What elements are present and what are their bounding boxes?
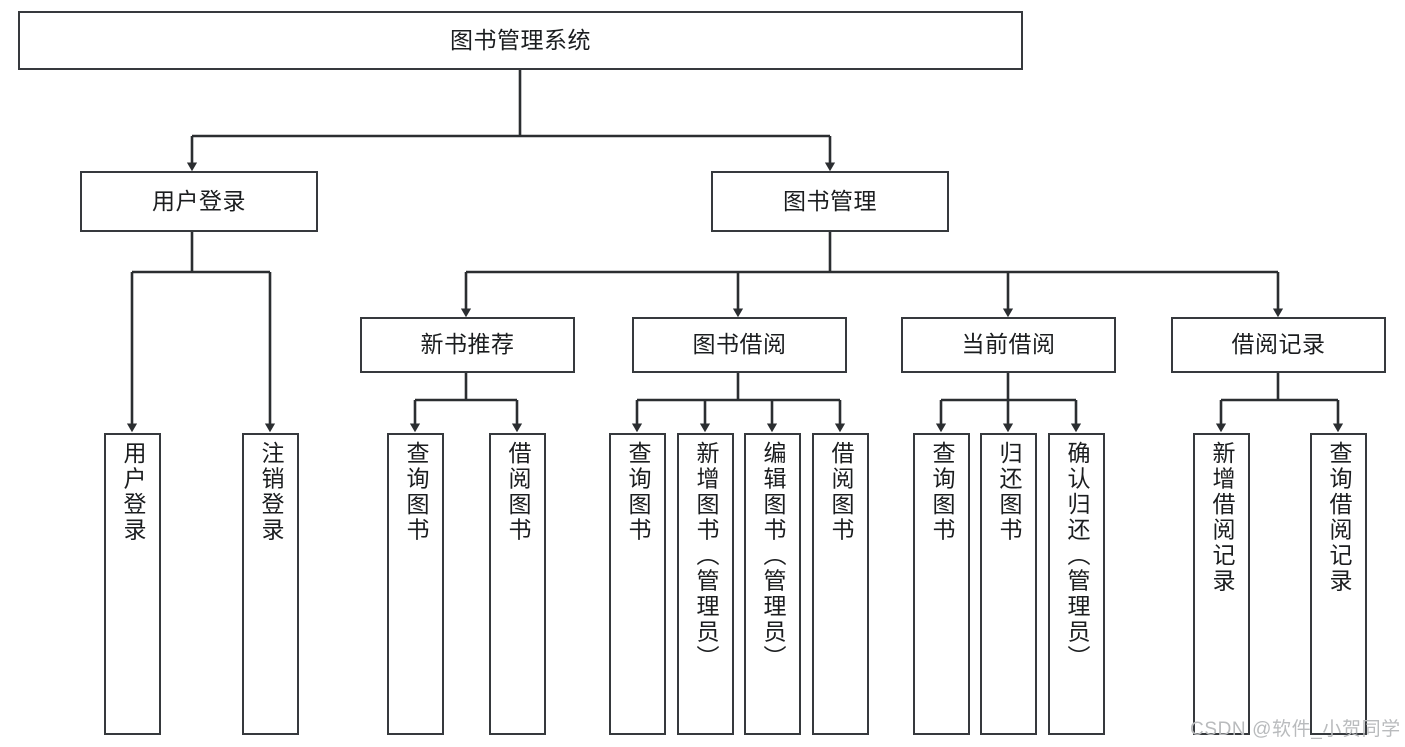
node-leaf-borrow-book-1-label: 借阅图书 — [505, 441, 531, 543]
node-borrow-record[interactable]: 借阅记录 — [1171, 317, 1386, 373]
node-new-book-rec[interactable]: 新书推荐 — [360, 317, 575, 373]
node-leaf-confirm-return-label: 确认归还（管理员） — [1064, 441, 1090, 671]
node-book-borrow-label: 图书借阅 — [692, 331, 787, 358]
node-new-book-rec-label: 新书推荐 — [420, 331, 515, 358]
node-leaf-query-record[interactable]: 查询借阅记录 — [1310, 433, 1367, 735]
node-borrow-record-label: 借阅记录 — [1231, 331, 1326, 358]
node-leaf-borrow-book-2[interactable]: 借阅图书 — [812, 433, 869, 735]
node-leaf-user-login-label: 用户登录 — [120, 441, 146, 543]
node-leaf-user-login[interactable]: 用户登录 — [104, 433, 161, 735]
node-leaf-add-book-label: 新增图书（管理员） — [693, 441, 719, 671]
node-leaf-add-record-label: 新增借阅记录 — [1209, 441, 1235, 594]
node-leaf-query-book-2[interactable]: 查询图书 — [609, 433, 666, 735]
node-leaf-edit-book-label: 编辑图书（管理员） — [760, 441, 786, 671]
node-current-borrow[interactable]: 当前借阅 — [901, 317, 1116, 373]
node-book-manage[interactable]: 图书管理 — [711, 171, 949, 232]
node-user-login-label: 用户登录 — [152, 187, 246, 214]
node-leaf-return-book[interactable]: 归还图书 — [980, 433, 1037, 735]
node-leaf-query-book-2-label: 查询图书 — [625, 441, 651, 543]
node-leaf-user-logout[interactable]: 注销登录 — [242, 433, 299, 735]
node-leaf-query-book-3-label: 查询图书 — [929, 441, 955, 543]
node-root[interactable]: 图书管理系统 — [18, 11, 1023, 70]
node-leaf-query-book-3[interactable]: 查询图书 — [913, 433, 970, 735]
node-leaf-borrow-book-1[interactable]: 借阅图书 — [489, 433, 546, 735]
node-user-login[interactable]: 用户登录 — [80, 171, 318, 232]
node-leaf-user-logout-label: 注销登录 — [258, 441, 284, 543]
node-leaf-query-record-label: 查询借阅记录 — [1326, 441, 1352, 594]
node-leaf-borrow-book-2-label: 借阅图书 — [828, 441, 854, 543]
csdn-watermark: CSDN @软件_小贺同学 — [1190, 719, 1401, 740]
node-leaf-add-book[interactable]: 新增图书（管理员） — [677, 433, 734, 735]
node-leaf-query-book-1[interactable]: 查询图书 — [387, 433, 444, 735]
node-root-label: 图书管理系统 — [450, 26, 591, 53]
node-leaf-add-record[interactable]: 新增借阅记录 — [1193, 433, 1250, 735]
node-leaf-confirm-return[interactable]: 确认归还（管理员） — [1048, 433, 1105, 735]
node-leaf-query-book-1-label: 查询图书 — [403, 441, 429, 543]
node-book-manage-label: 图书管理 — [783, 187, 877, 214]
node-current-borrow-label: 当前借阅 — [961, 331, 1056, 358]
node-book-borrow[interactable]: 图书借阅 — [632, 317, 847, 373]
node-leaf-edit-book[interactable]: 编辑图书（管理员） — [744, 433, 801, 735]
node-leaf-return-book-label: 归还图书 — [996, 441, 1022, 543]
